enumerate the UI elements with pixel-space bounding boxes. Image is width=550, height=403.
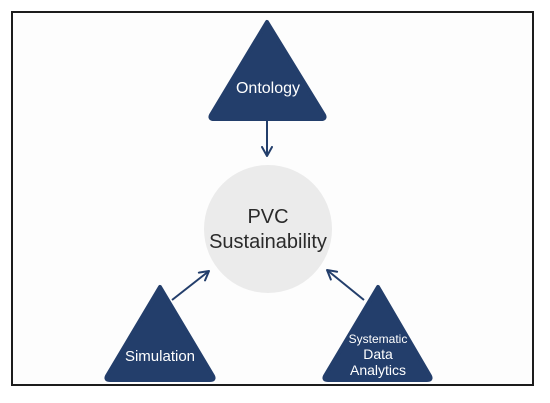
simulation-label: Simulation bbox=[125, 348, 195, 365]
data-analytics-label-line2: Data bbox=[363, 346, 393, 362]
ontology-label: Ontology bbox=[236, 80, 300, 97]
center-label-line1: PVC bbox=[247, 206, 288, 228]
arrow-analytics-to-center bbox=[326, 269, 365, 301]
data-analytics-label-line3: Analytics bbox=[350, 362, 406, 378]
data-analytics-node: Systematic Data Analytics bbox=[322, 285, 433, 382]
ontology-node: Ontology bbox=[208, 20, 327, 121]
center-circle bbox=[204, 165, 332, 293]
ontology-triangle bbox=[208, 20, 327, 121]
data-analytics-label-line1: Systematic bbox=[349, 332, 408, 346]
center-node: PVC Sustainability bbox=[204, 165, 332, 293]
simulation-triangle bbox=[104, 285, 216, 382]
center-label-line2: Sustainability bbox=[209, 231, 327, 253]
simulation-node: Simulation bbox=[104, 285, 216, 382]
arrow-simulation-to-center bbox=[171, 270, 210, 301]
data-analytics-triangle bbox=[322, 285, 433, 382]
